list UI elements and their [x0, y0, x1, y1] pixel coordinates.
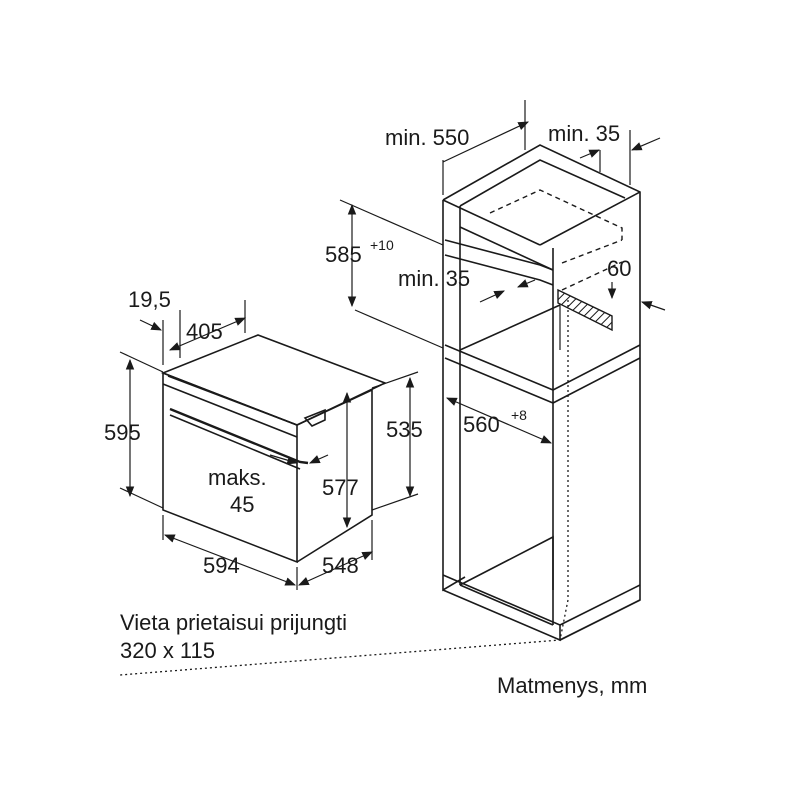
units-note: Matmenys, mm: [497, 673, 647, 698]
dim-min-35-mid: min. 35: [398, 266, 536, 303]
dim-535: 535: [371, 371, 423, 511]
connection-note-line1: Vieta prietaisui prijungti: [120, 610, 347, 635]
dim-595: 595: [104, 351, 164, 509]
connection-note-line2: 320 x 115: [120, 638, 215, 663]
dim-min-35-top: min. 35: [548, 121, 661, 185]
dim-560: 560 +8: [446, 397, 552, 444]
dim-maks-45: maks. 45: [208, 454, 329, 517]
dim-577: 577: [322, 391, 359, 529]
label-405: 405: [186, 319, 223, 344]
dim-594: 594: [162, 515, 298, 590]
label-min-550: min. 550: [385, 125, 469, 150]
dim-585: 585 +10: [325, 199, 444, 349]
dim-548: 548: [298, 520, 373, 586]
dim-405: 405: [169, 300, 246, 351]
label-min-35-mid: min. 35: [398, 266, 470, 291]
dim-60: 60: [607, 256, 666, 311]
label-maks: maks.: [208, 465, 267, 490]
label-60: 60: [607, 256, 631, 281]
label-548: 548: [322, 553, 359, 578]
label-585: 585: [325, 242, 362, 267]
label-594: 594: [203, 553, 240, 578]
label-560-tolerance: +8: [511, 407, 527, 423]
label-min-35-top: min. 35: [548, 121, 620, 146]
dim-19-5: 19,5: [128, 287, 181, 365]
dim-min-550: min. 550: [385, 100, 529, 195]
label-45: 45: [230, 492, 254, 517]
label-585-tolerance: +10: [370, 237, 394, 253]
label-560: 560: [463, 412, 500, 437]
label-595: 595: [104, 420, 141, 445]
oven: [160, 334, 388, 564]
label-577: 577: [322, 475, 359, 500]
cabinet: [119, 144, 641, 676]
label-19-5: 19,5: [128, 287, 171, 312]
label-535: 535: [386, 417, 423, 442]
